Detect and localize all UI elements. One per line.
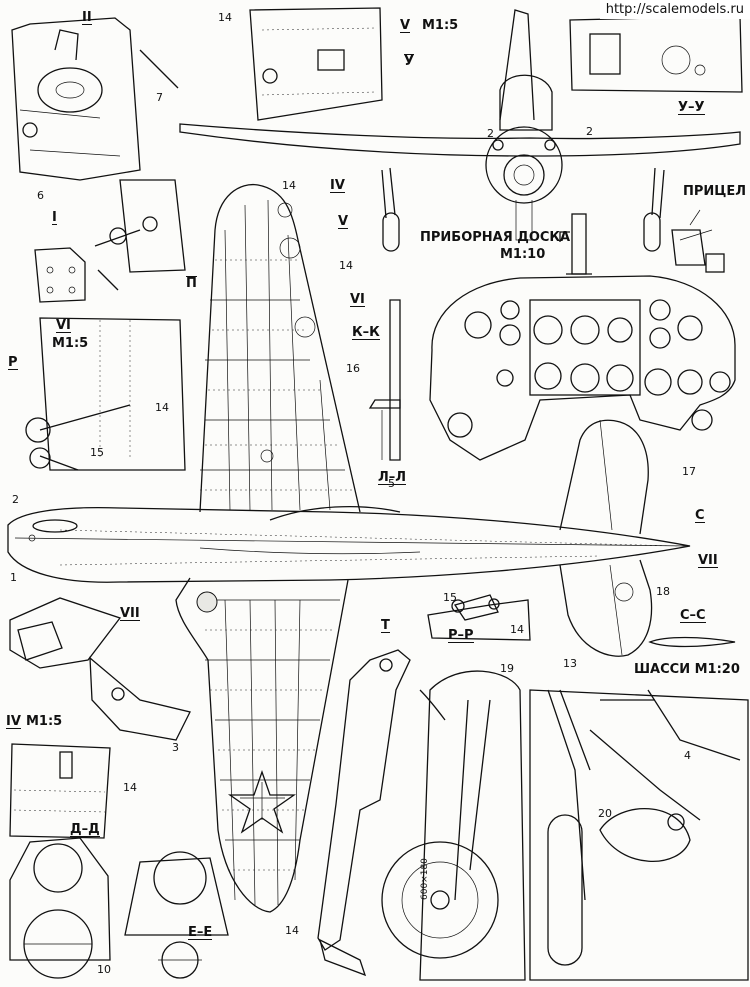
central-instrument-block bbox=[529, 299, 641, 396]
label-section-r-r: Р–Р bbox=[448, 628, 474, 643]
label-detail-iv-scale: М1:5 bbox=[26, 714, 63, 729]
front-view bbox=[179, 9, 741, 252]
label-section-u-u: У–У bbox=[678, 100, 705, 115]
label-plan-iv: IV bbox=[330, 178, 345, 193]
callout-14: 14 bbox=[123, 781, 137, 794]
landing-gear-title: ШАССИ М1:20 bbox=[634, 662, 740, 677]
label-detail-p-cap: П bbox=[186, 276, 197, 291]
detail-vii bbox=[9, 597, 191, 741]
callout-2: 2 bbox=[586, 125, 593, 138]
label-section-e-e: Е–Е bbox=[188, 925, 213, 940]
label-plan-vi: VI bbox=[350, 292, 365, 307]
callout-18: 18 bbox=[656, 585, 670, 598]
callout-14: 14 bbox=[282, 179, 296, 192]
label-plan-v: V bbox=[338, 214, 349, 229]
label-detail-vi: VI bbox=[56, 318, 71, 333]
label-detail-v: V bbox=[400, 18, 411, 33]
panel-outline bbox=[429, 275, 736, 461]
callout-14: 14 bbox=[218, 11, 232, 24]
engine-cowl bbox=[485, 126, 563, 204]
label-detail-v-scale: М1:5 bbox=[422, 18, 459, 33]
landing-gear-drawings bbox=[317, 649, 749, 981]
callout-16: 16 bbox=[346, 362, 360, 375]
detail-u-u bbox=[569, 15, 743, 93]
callout-15: 15 bbox=[90, 446, 104, 459]
front-view-left-wheel bbox=[382, 212, 400, 252]
label-section-t: Т bbox=[381, 618, 390, 633]
gear-retracted-structure bbox=[529, 689, 749, 981]
callout-6: 6 bbox=[37, 189, 44, 202]
callout-14: 14 bbox=[285, 924, 299, 937]
detail-r bbox=[25, 317, 186, 471]
callout-14: 14 bbox=[510, 623, 524, 636]
label-detail-r: Р bbox=[8, 355, 18, 370]
section-e-e bbox=[124, 851, 229, 979]
callout-15: 15 bbox=[443, 591, 457, 604]
gear-strut-isolated bbox=[317, 649, 411, 951]
horizontal-stabilizer-lower bbox=[559, 559, 653, 657]
gunsight-drawing bbox=[671, 209, 725, 273]
detail-i bbox=[34, 179, 186, 303]
section-k-k bbox=[368, 299, 401, 461]
upper-wing-outline bbox=[199, 183, 361, 513]
lower-wing-outline bbox=[175, 577, 349, 913]
callout-14: 14 bbox=[339, 259, 353, 272]
aircraft-plan-view bbox=[7, 183, 691, 913]
label-detail-ii: II bbox=[82, 10, 92, 25]
detail-iv bbox=[9, 743, 111, 839]
section-c-c-airfoil bbox=[648, 636, 736, 648]
tyre-size-label: 600×180 bbox=[420, 858, 430, 900]
section-p-p bbox=[427, 594, 531, 641]
front-view-right-wheel bbox=[643, 212, 661, 252]
callout-3: 3 bbox=[172, 741, 179, 754]
gunsight-mount bbox=[571, 213, 587, 275]
vertical-fin bbox=[499, 9, 535, 121]
callout-17: 17 bbox=[682, 465, 696, 478]
label-u: У bbox=[404, 54, 415, 69]
front-wing bbox=[179, 123, 741, 157]
section-d-d bbox=[9, 837, 111, 979]
detail-v-hinge bbox=[249, 7, 383, 121]
intake-scoop bbox=[32, 519, 78, 533]
label-section-d-d: Д–Д bbox=[70, 822, 100, 837]
gunsight-title: ПРИЦЕЛ bbox=[683, 184, 747, 199]
horizontal-stabilizer-upper bbox=[559, 419, 649, 535]
label-detail-vii: VII bbox=[120, 606, 140, 621]
callout-13: 13 bbox=[563, 657, 577, 670]
callout-20: 20 bbox=[598, 807, 612, 820]
callout-2: 2 bbox=[12, 493, 19, 506]
callout-10: 10 bbox=[97, 963, 111, 976]
label-section-c-c: С–С bbox=[680, 608, 706, 623]
label-detail-i: I bbox=[52, 210, 57, 225]
detail-ii bbox=[11, 17, 179, 181]
callout-1: 1 bbox=[10, 571, 17, 584]
label-section-l-l: Л–Л bbox=[378, 470, 407, 485]
gear-side-view-wheel bbox=[381, 841, 499, 959]
callout-2: 2 bbox=[487, 127, 494, 140]
watermark-link[interactable]: http://scalemodels.ru bbox=[599, 0, 750, 19]
instrument-panel-title: ПРИБОРНАЯ ДОСКА bbox=[420, 230, 571, 245]
callout-5: 5 bbox=[388, 477, 395, 490]
callout-19: 19 bbox=[500, 662, 514, 675]
callout-4: 4 bbox=[684, 749, 691, 762]
callout-7: 7 bbox=[156, 91, 163, 104]
label-tail-vii: VII bbox=[698, 553, 718, 568]
label-detail-vi-scale: М1:5 bbox=[52, 336, 89, 351]
gear-side-view-panel bbox=[419, 670, 526, 981]
callout-14: 14 bbox=[155, 401, 169, 414]
label-section-c: С bbox=[695, 508, 705, 523]
instrument-panel-scale: М1:10 bbox=[500, 247, 546, 262]
instrument-panel-drawing bbox=[429, 213, 736, 461]
label-section-k-k: К–К bbox=[352, 325, 380, 340]
gear-front-view-wheel bbox=[547, 814, 583, 966]
label-detail-iv: IV bbox=[6, 714, 21, 729]
